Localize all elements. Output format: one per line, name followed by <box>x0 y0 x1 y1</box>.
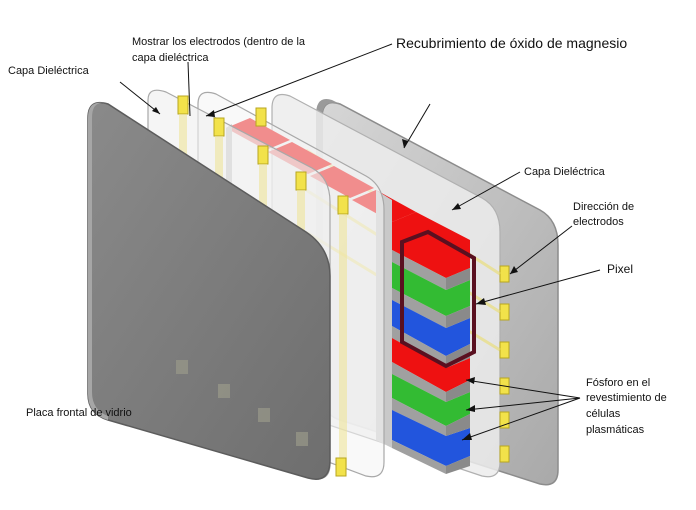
label-fosforo-line3: células <box>586 408 621 420</box>
label-placa-frontal: Placa frontal de vidrio <box>26 407 132 419</box>
label-capa-dielectrica-left: Capa Dieléctrica <box>8 65 90 77</box>
leader-arrowheads <box>152 107 518 440</box>
label-mostrar-electrodos-line1: Mostrar los electrodos (dentro de la <box>132 36 306 48</box>
pixel-outline <box>400 229 476 369</box>
leader-lines <box>119 43 601 441</box>
label-mostrar-electrodos-line2: capa dieléctrica <box>132 52 209 64</box>
label-fosforo-line1: Fósforo en el <box>586 377 650 389</box>
front-plate-electrode-tabs <box>176 360 308 446</box>
label-capa-dielectrica-right: Capa Dieléctrica <box>524 166 606 178</box>
label-direccion-line1: Dirección de <box>573 201 634 213</box>
label-pixel: Pixel <box>607 262 633 276</box>
label-recubrimiento: Recubrimiento de óxido de magnesio <box>396 35 627 51</box>
label-direccion-line2: electrodos <box>573 216 624 228</box>
label-fosforo-line2: revestimiento de <box>586 392 667 404</box>
label-fosforo-line4: plasmáticas <box>586 424 645 436</box>
front-glass-edge <box>88 102 108 420</box>
